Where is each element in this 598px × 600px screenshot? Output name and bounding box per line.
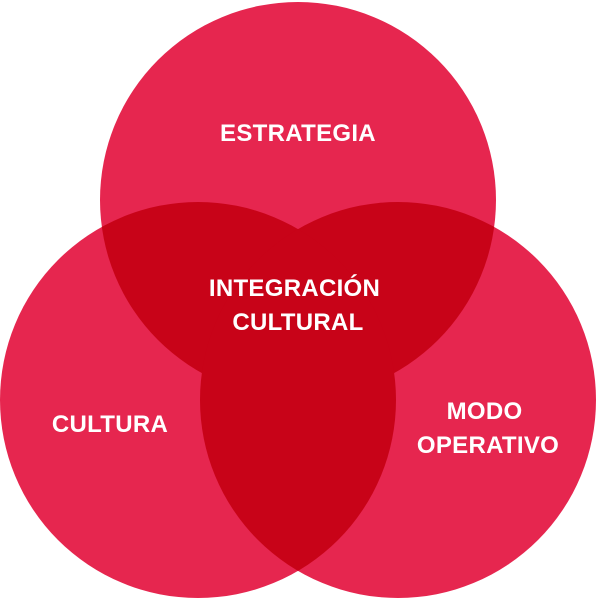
label-estrategia: ESTRATEGIA: [220, 120, 376, 147]
label-integracion-line1: INTEGRACIÓN: [209, 274, 380, 302]
label-modo-line1: MODO: [447, 398, 523, 425]
label-integracion-line2: CULTURAL: [232, 309, 363, 336]
label-modo-operativo: MODO OPERATIVO: [417, 398, 559, 459]
label-integracion-cultural: INTEGRACIÓN CULTURAL: [209, 274, 387, 336]
label-modo-line2: OPERATIVO: [417, 432, 559, 459]
label-cultura: CULTURA: [52, 411, 168, 438]
overlap-cultura-modo-operativo: [200, 202, 396, 598]
